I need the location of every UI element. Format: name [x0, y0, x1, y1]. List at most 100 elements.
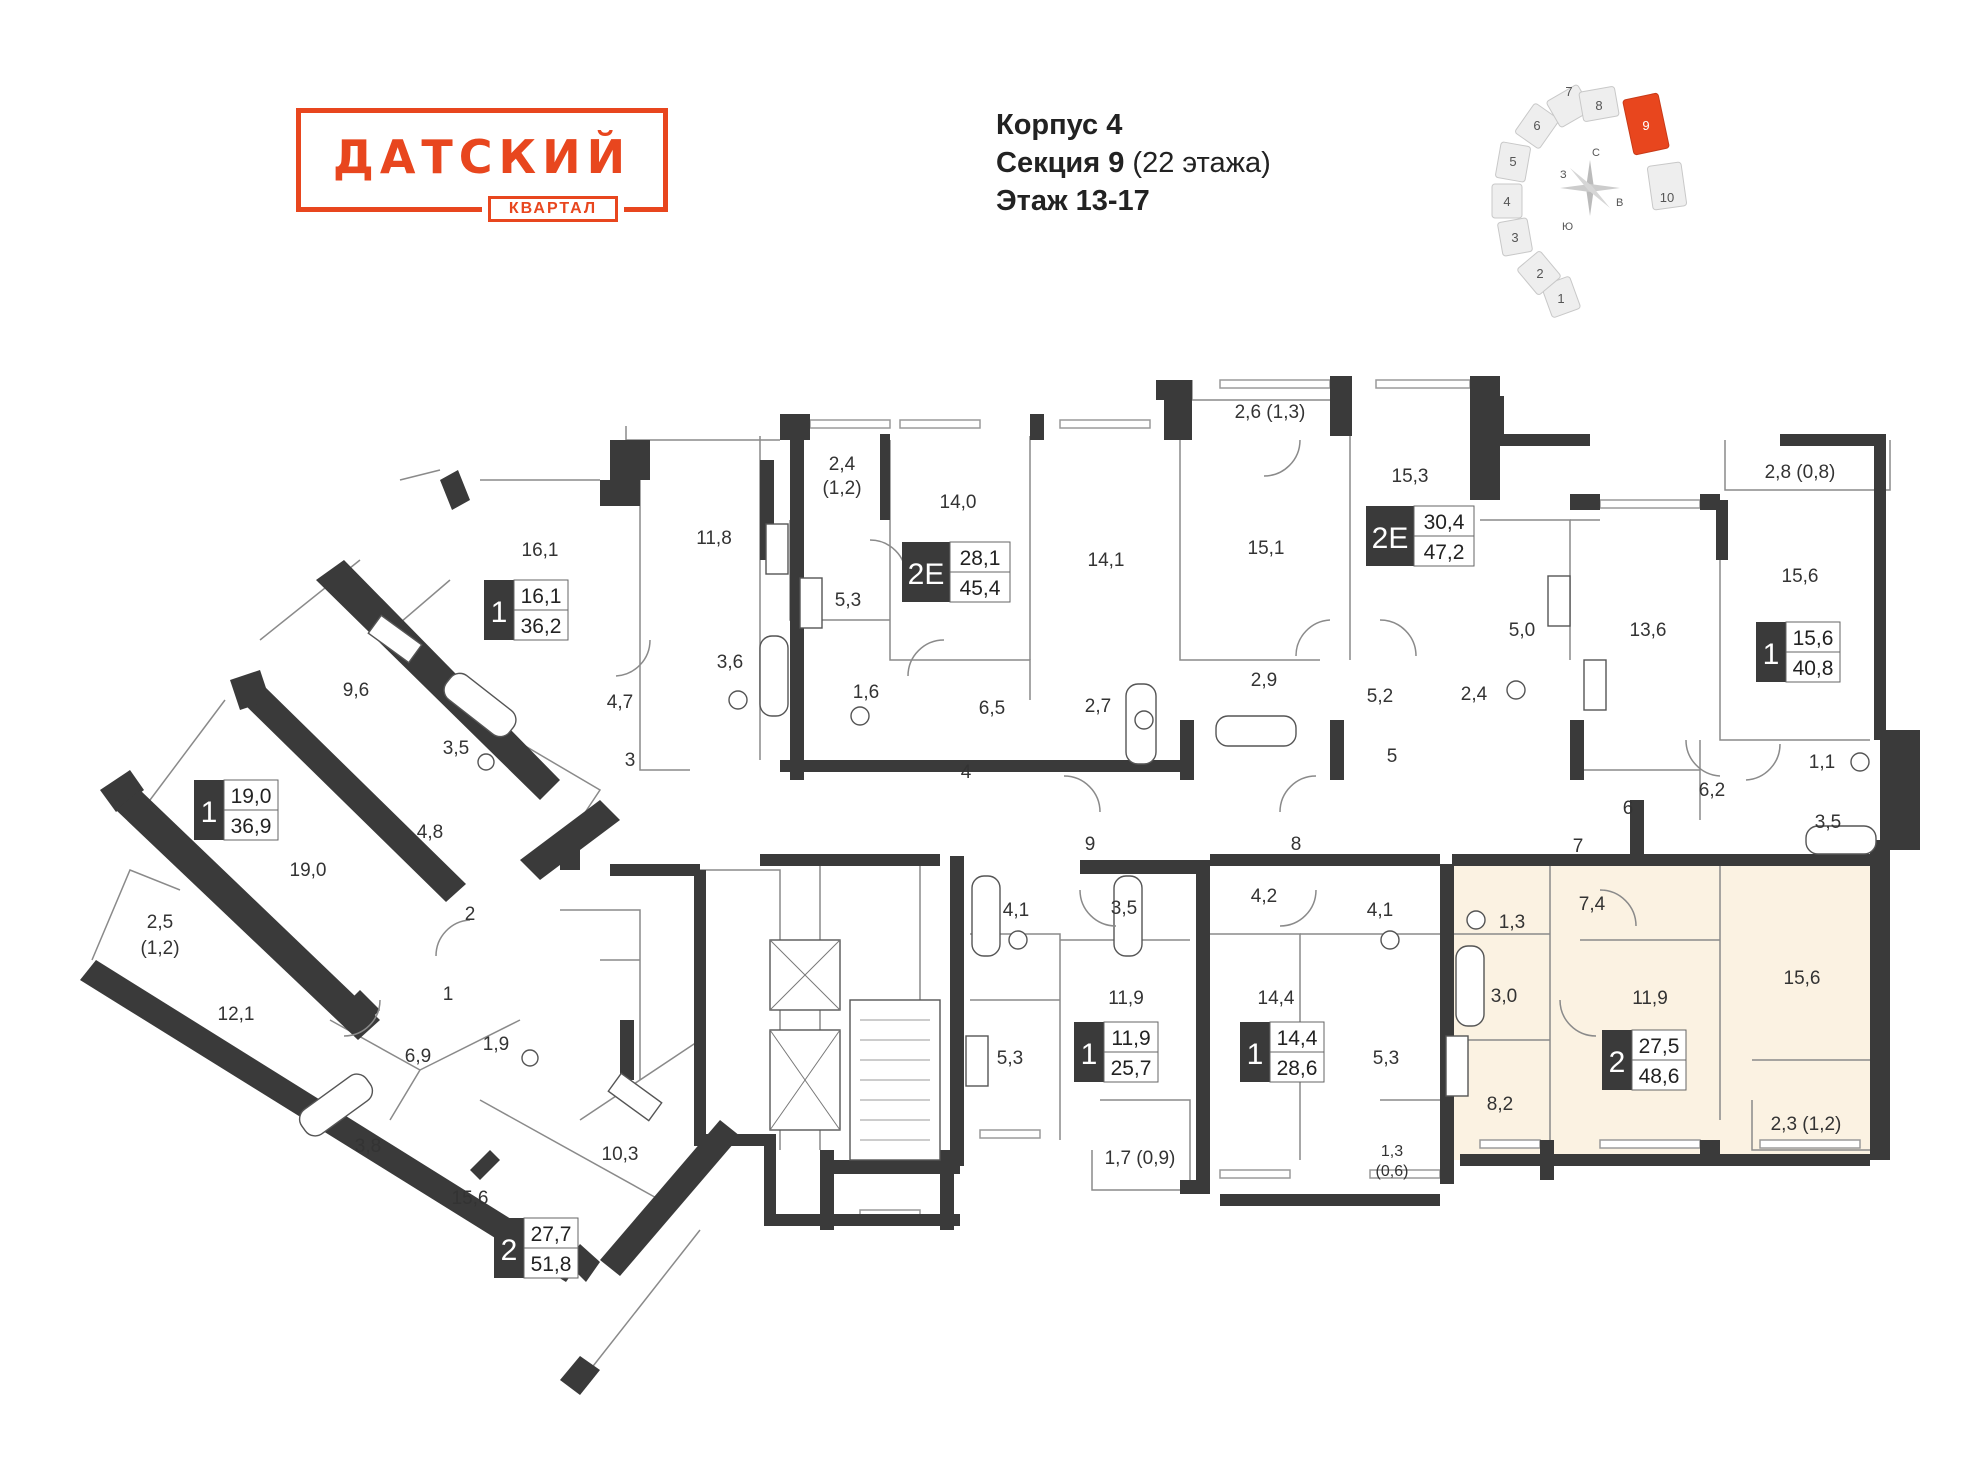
apartment-total-area: 47,2 [1424, 541, 1465, 564]
apartment-living-area: 30,4 [1424, 511, 1465, 534]
apartment-rooms: 2 [1609, 1046, 1626, 1079]
bathtub-icon [759, 635, 789, 717]
minimap-section-9-selected[interactable] [1622, 92, 1670, 156]
room-area: 3,0 [1491, 986, 1517, 1007]
stove-icon [765, 523, 789, 575]
apartment-badge-a5[interactable]: 2Е 30,4 47,2 [1366, 505, 1475, 567]
room-area: 6,5 [979, 698, 1005, 719]
minimap-section-5-label: 5 [1509, 154, 1516, 169]
minimap-section-4[interactable] [1491, 183, 1523, 219]
apartment-badge-a1[interactable]: 1 16,1 36,2 [484, 579, 569, 641]
room-area: 3,8 [355, 1136, 381, 1157]
room-area: 3,5 [443, 738, 469, 759]
logo-title: ДАТСКИЙ [332, 130, 632, 184]
room-area: 11,8 [696, 528, 732, 549]
room-area: 15,6 [452, 1188, 489, 1209]
bathtub-icon [1805, 825, 1877, 855]
room-area: 2,6 (1,3) [1235, 402, 1306, 423]
walls [80, 376, 1920, 1395]
bathtub-icon [298, 1073, 374, 1137]
room-area: 4,2 [1251, 886, 1277, 907]
stove-icon [1445, 1035, 1469, 1097]
section-line: Секция 9 (22 этажа) [996, 144, 1271, 182]
room-area: 11,9 [1632, 988, 1668, 1009]
brand-logo: ДАТСКИЙ КВАРТАЛ [296, 108, 668, 228]
toilet-icon [728, 690, 748, 710]
minimap-section-3[interactable] [1497, 217, 1533, 257]
room-area: 10,3 [602, 1144, 639, 1165]
highlighted-apartment-area [1452, 864, 1880, 1160]
building-label: Корпус 4 [996, 109, 1123, 141]
compass-icon: С В Ю З [1560, 147, 1623, 233]
apartment-badge-a6[interactable]: 1 15,6 40,8 [1756, 621, 1841, 683]
room-area: 2,9 [1251, 670, 1277, 691]
door-swings [343, 439, 1781, 1037]
bathtub-icon [443, 672, 517, 738]
apartment-total-area: 36,2 [521, 615, 562, 638]
room-area: 2,8 (0,8) [1765, 462, 1836, 483]
minimap-section-10[interactable] [1646, 161, 1688, 211]
compass-south: Ю [1562, 221, 1573, 233]
apartment-badge-a2[interactable]: 1 19,0 36,9 [194, 779, 279, 841]
minimap-section-5[interactable] [1495, 141, 1531, 183]
apartment-total-area: 28,6 [1277, 1057, 1318, 1080]
room-area: 15,6 [1782, 566, 1819, 587]
floors-label: Этаж 13-17 [996, 185, 1150, 217]
apartment-rooms: 1 [1081, 1038, 1098, 1071]
room-area: 2,5 [147, 912, 173, 933]
room-area: 9,6 [343, 680, 369, 701]
minimap-section-2[interactable] [1517, 250, 1562, 295]
apartment-living-area: 27,5 [1639, 1035, 1680, 1058]
room-area: 4,1 [1367, 900, 1393, 921]
room-area: 6,9 [405, 1046, 431, 1067]
apartment-rooms: 2 [501, 1234, 518, 1267]
room-area: 1,1 [1809, 752, 1835, 773]
stove-icon [607, 1072, 663, 1122]
bathtub-icon [1113, 875, 1143, 957]
site-minimap: 1 2 3 4 5 6 7 8 9 10 С В Ю З [1491, 84, 1688, 318]
apartment-rooms: 1 [1247, 1038, 1264, 1071]
section-label: Секция 9 [996, 147, 1125, 179]
toilet-icon [850, 706, 870, 726]
apartment-total-area: 40,8 [1793, 657, 1834, 680]
room-area: 2,4 [1461, 684, 1488, 705]
apartment-badge-a9[interactable]: 2 27,5 48,6 [1602, 1029, 1687, 1091]
room-area: 2,4 [829, 454, 856, 475]
stove-icon [1547, 575, 1571, 627]
room-area: 4,1 [1003, 900, 1029, 921]
apartment-badge-a8[interactable]: 1 14,4 28,6 [1240, 1021, 1325, 1083]
door-number: 6 [1623, 798, 1634, 819]
room-area: 5,3 [1373, 1048, 1399, 1069]
toilet-icon [1850, 752, 1870, 772]
apartment-badge-a4[interactable]: 2Е 28,1 45,4 [902, 541, 1011, 603]
toilet-icon [1506, 680, 1526, 700]
minimap-section-3-label: 3 [1511, 230, 1518, 245]
room-area: 14,1 [1088, 550, 1125, 571]
stoves [367, 523, 1607, 1122]
room-area: 15,6 [1784, 968, 1821, 989]
room-area: 4,8 [417, 822, 443, 843]
room-area: 8,2 [1487, 1094, 1513, 1115]
room-area: 14,4 [1258, 988, 1295, 1009]
room-area: 1,3 [1499, 912, 1525, 933]
apartment-badge-a7[interactable]: 1 11,9 25,7 [1074, 1021, 1159, 1083]
door-number: 4 [961, 762, 972, 783]
room-area: (0,6) [1376, 1163, 1409, 1180]
minimap-section-1-label: 1 [1557, 291, 1564, 306]
room-area: 2,3 (1,2) [1771, 1114, 1842, 1135]
apartment-living-area: 19,0 [231, 785, 272, 808]
room-area: 1,6 [853, 682, 879, 703]
minimap-section-6[interactable] [1514, 103, 1559, 150]
bathtub-icon [1455, 945, 1485, 1027]
room-area: 12,1 [218, 1004, 255, 1025]
minimap-section-2-label: 2 [1536, 266, 1543, 281]
compass-north: С [1592, 147, 1600, 159]
minimap-section-10-label: 10 [1660, 190, 1674, 205]
logo-subtitle: КВАРТАЛ [488, 196, 618, 222]
minimap-section-8[interactable] [1578, 86, 1620, 122]
minimap-section-4-label: 4 [1503, 194, 1510, 209]
room-area: 19,0 [290, 860, 327, 881]
minimap-section-7-label: 7 [1565, 84, 1572, 99]
apartment-badge-a3[interactable]: 2 27,7 51,8 [494, 1217, 579, 1279]
